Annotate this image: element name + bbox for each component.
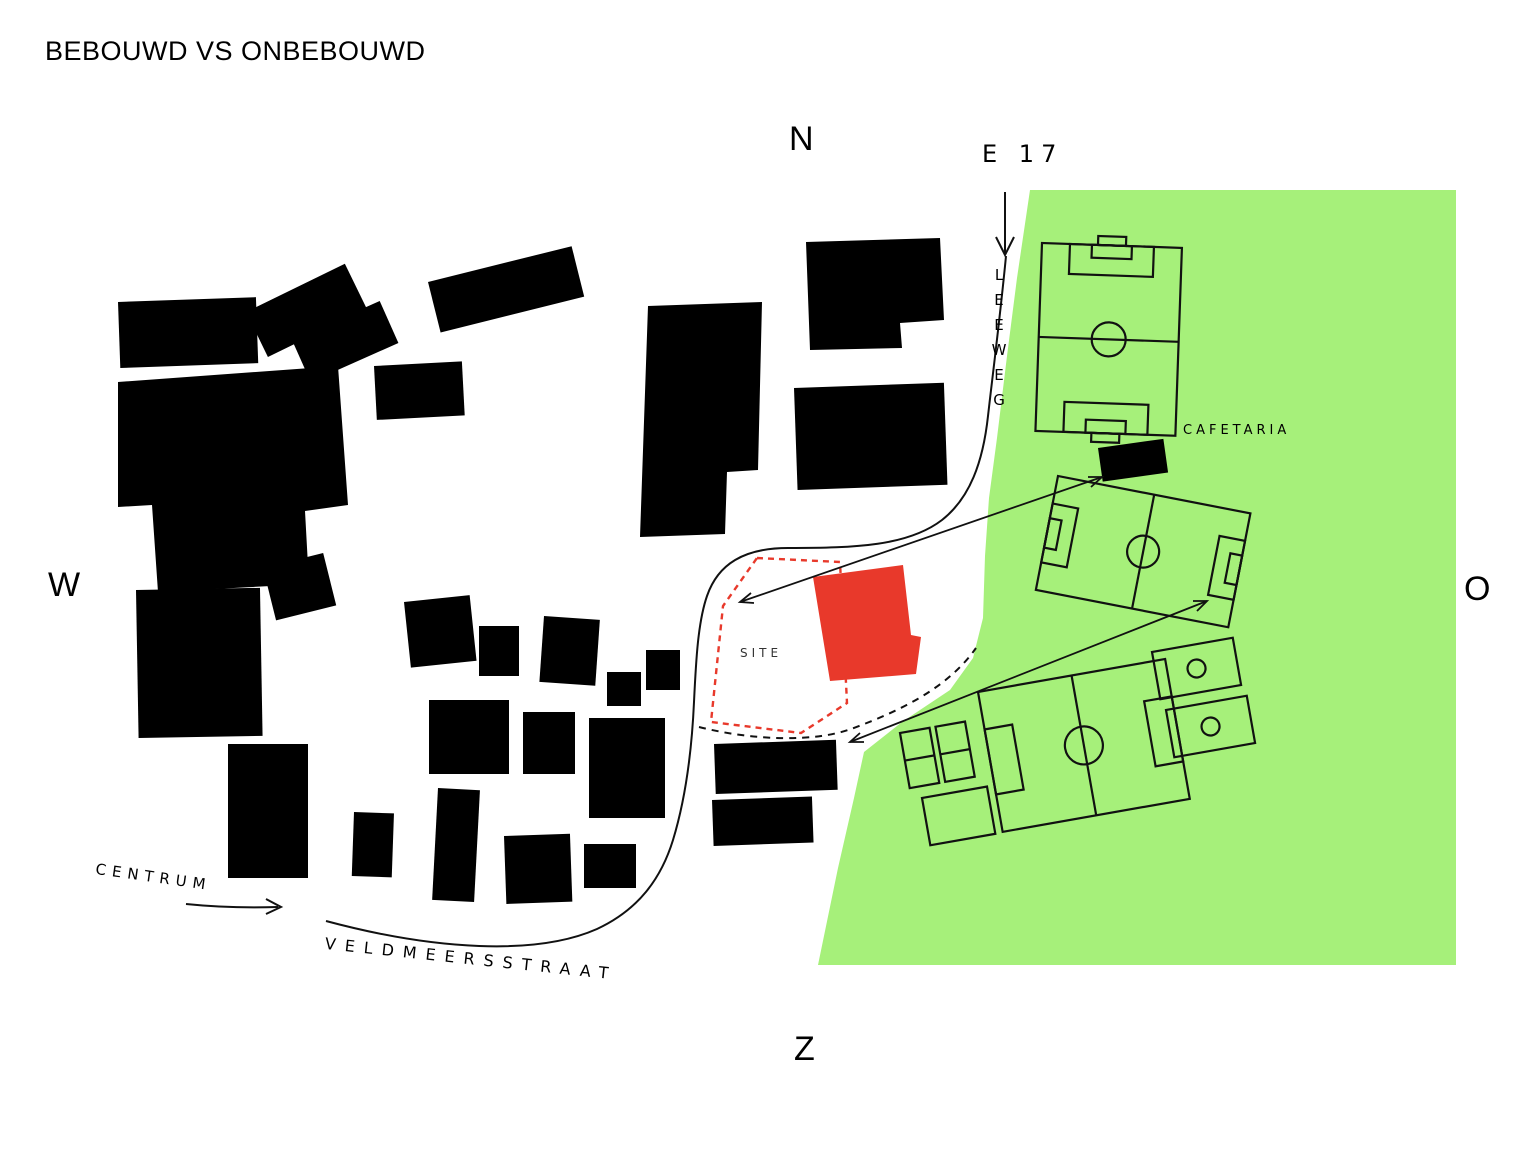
- building-footprint: [479, 626, 519, 676]
- site-link-arrow-a: [739, 476, 1103, 603]
- centrum-arrow: [185, 903, 279, 909]
- site-link-arrow-b: [849, 600, 1208, 743]
- building-footprint: [607, 672, 641, 706]
- compass-south: Z: [794, 1030, 815, 1068]
- cafetaria-building: [1098, 438, 1169, 482]
- building-footprint: [228, 744, 308, 878]
- arrowhead-icon: [1088, 476, 1105, 488]
- small-court-b: [1164, 694, 1257, 759]
- building-footprint: [136, 587, 263, 738]
- building-footprint: [432, 788, 480, 903]
- page-title: BEBOUWD VS ONBEBOUWD: [45, 36, 426, 66]
- leeweg-road-label: LEEWEG: [990, 266, 1008, 416]
- centrum-arrowhead-icon: [265, 898, 284, 915]
- e17-arrowhead-icon: [995, 236, 1015, 258]
- building-footprint: [351, 812, 394, 878]
- site-boundary-dashed: [709, 556, 849, 735]
- project-building: [813, 565, 921, 681]
- building-footprint: [404, 595, 477, 668]
- building-footprint: [640, 302, 762, 537]
- road-leeweg-veldmeersstraat: [325, 255, 1007, 948]
- building-footprint: [504, 833, 573, 904]
- small-court-a: [1150, 636, 1243, 701]
- arrowhead-icon: [847, 732, 864, 743]
- building-footprint: [428, 246, 585, 333]
- building-footprint: [263, 553, 337, 621]
- football-field-south: [976, 657, 1192, 834]
- cafetaria-label: CAFETARIA: [1183, 423, 1291, 438]
- mini-courts: [898, 720, 976, 790]
- building-footprint: [374, 361, 465, 420]
- building-footprint: [292, 300, 399, 383]
- building-footprint: [584, 844, 636, 888]
- football-field-north: [1034, 234, 1184, 444]
- building-footprint: [646, 650, 680, 690]
- site-label: SITE: [740, 646, 783, 660]
- building-footprint: [714, 739, 838, 794]
- building-footprint: [539, 616, 600, 686]
- building-footprint: [589, 718, 665, 818]
- building-footprint: [523, 712, 575, 774]
- building-footprint: [118, 297, 259, 368]
- built-buildings: [118, 238, 948, 904]
- site-edge-dashed: [698, 647, 977, 740]
- arrowhead-icon: [1193, 600, 1210, 612]
- building-footprint: [806, 238, 944, 350]
- building-footprint: [118, 366, 348, 592]
- compass-north: N: [789, 120, 814, 158]
- compass-east: O: [1464, 570, 1491, 608]
- building-footprint: [246, 263, 367, 357]
- highway-label: E 17: [982, 140, 1064, 168]
- outbuilding-outline: [920, 785, 997, 847]
- building-footprint: [712, 796, 814, 846]
- building-footprint: [429, 700, 509, 774]
- compass-west: W: [48, 566, 81, 604]
- football-field-middle: [1034, 474, 1252, 629]
- arrowhead-icon: [737, 592, 755, 604]
- building-footprint: [794, 382, 948, 490]
